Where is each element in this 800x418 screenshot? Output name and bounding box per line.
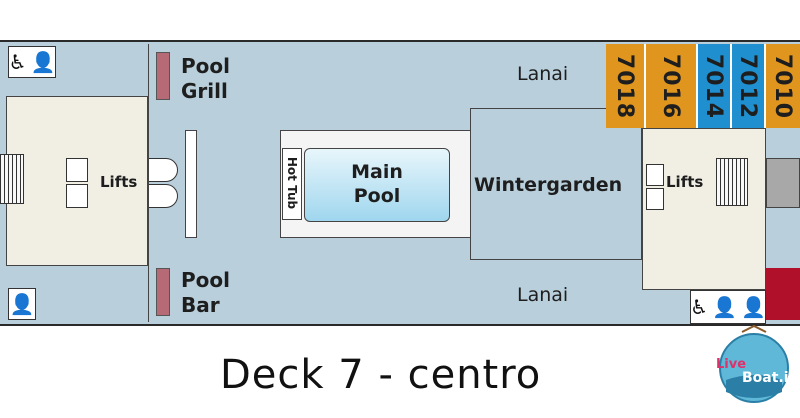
lift-door-left-2 [148, 184, 178, 208]
pool-grill-label: Pool Grill [181, 54, 230, 103]
liveboat-logo: Live Boat.it [712, 322, 796, 410]
wheelchair-icon: ♿ [8, 50, 27, 74]
logo-text-boat: Boat.it [742, 370, 794, 386]
lift-shaft-left-1 [66, 158, 88, 182]
lift-door-left-1 [148, 158, 178, 182]
cabin-7010[interactable]: 7010 [766, 44, 800, 128]
restroom-bottom-left: 👤 [8, 288, 36, 320]
red-area [766, 268, 800, 320]
restroom-top-left: ♿👤 [8, 46, 56, 78]
lanai-bottom-label: Lanai [517, 284, 569, 306]
restroom-bottom-right: ♿👤👤 [690, 290, 766, 324]
deck-divider [148, 44, 149, 322]
hot-tub [282, 148, 302, 220]
lift-shaft-right-2 [646, 188, 664, 210]
cabin-7018[interactable]: 7018 [606, 44, 646, 128]
wheelchair-icon: ♿ [690, 295, 709, 319]
lifts-label-right: Lifts [666, 173, 704, 191]
deck-title: Deck 7 - centro [220, 352, 542, 398]
person-icon: 👤 [9, 292, 35, 316]
cabin-7014[interactable]: 7014 [698, 44, 732, 128]
main-pool-label: Main Pool [351, 161, 403, 207]
pool-bar-counter [156, 268, 170, 316]
staircase-left [0, 154, 24, 204]
staircase-right [716, 158, 748, 206]
hot-tub-label: Hot Tub [285, 156, 299, 210]
person-icon: 👤 [740, 295, 766, 319]
pool-grill-counter [156, 52, 170, 100]
grey-service-area [766, 158, 800, 208]
person-icon: 👤 [712, 295, 737, 319]
person-icon: 👤 [30, 50, 56, 74]
main-pool [304, 148, 450, 222]
wintergarden-label: Wintergarden [474, 174, 623, 196]
logo-text-live: Live [716, 357, 746, 372]
pool-bar-label: Pool Bar [181, 268, 230, 317]
cabin-7016[interactable]: 7016 [646, 44, 698, 128]
partition-bar [185, 130, 197, 238]
wintergarden [470, 108, 642, 260]
lifts-label-left: Lifts [100, 173, 138, 191]
lift-shaft-right-1 [646, 164, 664, 186]
lift-shaft-left-2 [66, 184, 88, 208]
lanai-top-label: Lanai [517, 63, 569, 85]
cabin-7012[interactable]: 7012 [732, 44, 766, 128]
